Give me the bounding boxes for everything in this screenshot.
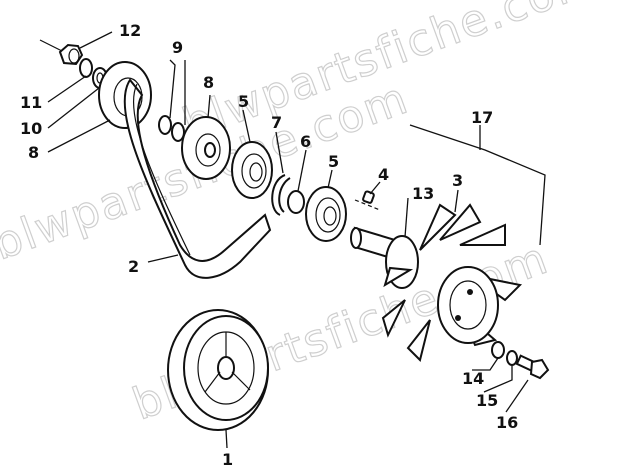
label-17: 17 xyxy=(471,108,493,127)
label-5-right: 5 xyxy=(328,152,339,171)
bearing-right xyxy=(305,186,347,242)
label-9: 9 xyxy=(172,38,183,57)
fan-shaft-part xyxy=(350,226,419,289)
fan-lock-washer-part xyxy=(506,350,518,366)
label-10: 10 xyxy=(20,119,42,138)
label-1: 1 xyxy=(222,450,233,469)
drive-belt xyxy=(123,78,272,279)
bracket-part-17 xyxy=(409,124,546,246)
nut-part xyxy=(58,43,84,66)
label-14: 14 xyxy=(462,369,484,388)
label-5-left: 5 xyxy=(238,92,249,111)
label-7: 7 xyxy=(271,113,282,132)
axis-line-dashed xyxy=(354,199,381,211)
leader-lines xyxy=(47,31,529,449)
sheave-half-right xyxy=(181,116,231,180)
label-8-left: 8 xyxy=(28,143,39,162)
label-2: 2 xyxy=(128,257,139,276)
label-3: 3 xyxy=(452,171,463,190)
label-8-top: 8 xyxy=(203,73,214,92)
label-15: 15 xyxy=(476,391,498,410)
woodruff-key-part xyxy=(362,190,375,204)
label-12: 12 xyxy=(119,21,141,40)
cooling-fan-part xyxy=(381,203,523,362)
drive-pulley-part xyxy=(167,309,269,431)
label-4: 4 xyxy=(378,165,389,184)
lock-washer-part xyxy=(79,58,93,78)
fan-washer-part xyxy=(491,341,505,359)
label-16: 16 xyxy=(496,413,518,432)
spacer-part-b xyxy=(171,122,185,142)
fan-bolt-part xyxy=(515,354,550,380)
spacer-part-a xyxy=(158,115,172,135)
label-11: 11 xyxy=(20,93,42,112)
bearing-left xyxy=(231,141,273,199)
snap-ring-part xyxy=(271,174,291,216)
label-13: 13 xyxy=(412,184,434,203)
label-6: 6 xyxy=(300,132,311,151)
bearing-washer-part xyxy=(287,190,305,214)
part-labels: 12 9 8 11 5 7 10 6 8 5 4 13 3 17 2 14 15… xyxy=(20,21,518,469)
